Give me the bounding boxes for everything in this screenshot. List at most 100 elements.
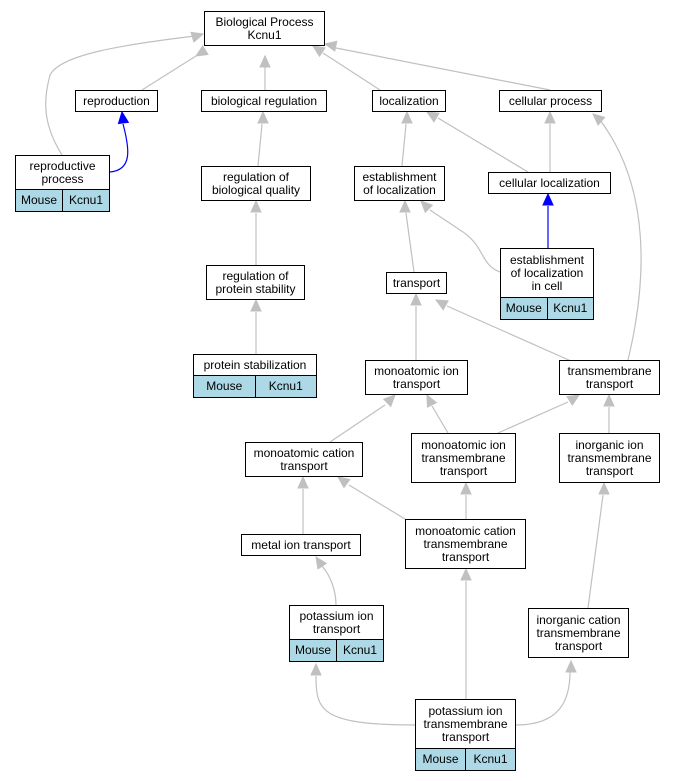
term-label: potassium ion transmembrane transport	[423, 703, 508, 744]
term-label: monoatomic ion transport	[374, 363, 459, 391]
edge-monoion-to-transport	[410, 292, 422, 360]
arrowhead	[250, 298, 262, 312]
gene-tag: Kcnu1	[336, 640, 383, 661]
arrowhead	[323, 40, 338, 52]
arrowhead	[544, 110, 556, 124]
arrowhead	[460, 481, 472, 495]
term-label: localization	[379, 93, 439, 108]
edge-inorgion-to-tmtrans	[603, 393, 615, 433]
edge-tmtrans-to-cellproc	[592, 113, 642, 361]
term-node-regbq[interactable]: regulation of biological quality	[201, 166, 311, 201]
species-tag: Mouse	[501, 298, 547, 319]
term-node-bp[interactable]: Biological Process Kcnu1	[204, 11, 325, 46]
arrowhead	[425, 111, 440, 123]
arrowhead	[603, 393, 615, 407]
arrowhead	[117, 110, 130, 125]
arrowhead	[410, 292, 422, 306]
gene-tag: Kcnu1	[546, 298, 593, 319]
term-node-estloc[interactable]: establishment of localization	[354, 166, 445, 201]
edge-reproproc-to-bp	[45, 31, 205, 156]
arrowhead	[399, 199, 411, 213]
term-label: inorganic ion transmembrane transport	[567, 437, 652, 478]
term-label: metal ion transport	[251, 537, 351, 552]
term-label: cellular process	[508, 93, 593, 108]
arrowhead	[297, 475, 309, 489]
term-label: Biological Process Kcnu1	[215, 14, 314, 42]
edge-estloccell-to-cellloc	[542, 192, 554, 248]
term-label: establishment of localization	[362, 169, 437, 197]
term-label: cellular localization	[499, 175, 600, 190]
term-node-monoion[interactable]: monoatomic ion transport	[365, 360, 468, 395]
edge-loc-to-bp	[311, 45, 381, 91]
edge-inorgcat-to-inorgion	[587, 481, 610, 609]
term-node-transport[interactable]: transport	[386, 272, 447, 294]
edge-monocattm-to-monocat	[337, 476, 406, 520]
term-node-bioreg[interactable]: biological regulation	[201, 90, 327, 112]
edge-estloccell-to-estloc	[420, 200, 501, 273]
term-label: inorganic cation transmembrane transport	[536, 612, 621, 653]
arrowhead	[382, 394, 396, 408]
edge-regbq-to-bioreg	[257, 110, 269, 167]
term-label: transmembrane transport	[567, 363, 652, 391]
term-node-cellloc[interactable]: cellular localization	[488, 172, 611, 194]
arrowhead	[315, 555, 328, 570]
term-node-inorgcat[interactable]: inorganic cation transmembrane transport	[528, 608, 629, 658]
arrowhead	[311, 45, 326, 58]
arrowhead	[190, 31, 205, 43]
arrowhead	[401, 110, 413, 124]
arrowhead	[194, 45, 209, 57]
term-label: monoatomic cation transport	[253, 445, 355, 473]
term-label: regulation of protein stability	[215, 268, 296, 296]
term-label: reproductive process	[29, 158, 96, 186]
arrowhead	[420, 200, 434, 214]
term-node-monocattm[interactable]: monoatomic cation transmembrane transpor…	[405, 519, 526, 569]
edge-kiontm-to-monocattm	[460, 567, 472, 699]
edge-cellloc-to-cellproc	[544, 110, 556, 172]
gene-tag: Kcnu1	[62, 190, 109, 211]
edge-reproproc-to-repro	[109, 110, 130, 173]
term-label: transport	[392, 275, 441, 290]
species-tag: Mouse	[416, 749, 465, 770]
arrowhead	[566, 394, 581, 407]
term-label: establishment of localization in cell	[509, 252, 585, 293]
term-node-repro[interactable]: reproduction	[75, 90, 158, 112]
arrowhead	[250, 199, 262, 213]
term-label: monoatomic cation transmembrane transpor…	[415, 523, 516, 564]
arrowhead	[310, 662, 322, 676]
term-label: reproduction	[83, 93, 150, 108]
edge-kiontm-to-inorgcat	[515, 659, 577, 726]
gene-tag: Kcnu1	[465, 749, 515, 770]
arrowhead	[565, 659, 577, 673]
term-label: potassium ion transport	[299, 608, 374, 636]
term-node-metalion[interactable]: metal ion transport	[241, 534, 361, 556]
arrowhead	[426, 393, 438, 408]
term-label: monoatomic ion transmembrane transport	[421, 437, 506, 478]
term-node-monocat[interactable]: monoatomic cation transport	[245, 442, 363, 477]
term-node-monoiontm[interactable]: monoatomic ion transmembrane transport	[411, 433, 516, 483]
arrowhead	[598, 481, 610, 495]
edge-monoiontm-to-monoion	[426, 393, 449, 434]
edge-transport-to-estloc	[399, 199, 415, 273]
edge-cellloc-to-loc	[425, 111, 529, 173]
term-node-regps[interactable]: regulation of protein stability	[206, 265, 305, 300]
term-label: regulation of biological quality	[211, 169, 301, 197]
term-node-inorgion[interactable]: inorganic ion transmembrane transport	[559, 433, 660, 483]
edge-protstab-to-regps	[250, 298, 262, 354]
arrowhead	[259, 54, 271, 68]
term-label: biological regulation	[210, 93, 318, 108]
edge-monocat-to-monoion	[329, 394, 396, 443]
gene-tag: Kcnu1	[254, 376, 316, 397]
term-node-cellproc[interactable]: cellular process	[499, 90, 602, 112]
term-node-tmtrans[interactable]: transmembrane transport	[559, 360, 660, 395]
term-label: protein stabilization	[203, 357, 307, 372]
term-node-loc[interactable]: localization	[372, 90, 446, 112]
edge-metalion-to-monocat	[297, 475, 309, 534]
arrowhead	[434, 299, 449, 311]
